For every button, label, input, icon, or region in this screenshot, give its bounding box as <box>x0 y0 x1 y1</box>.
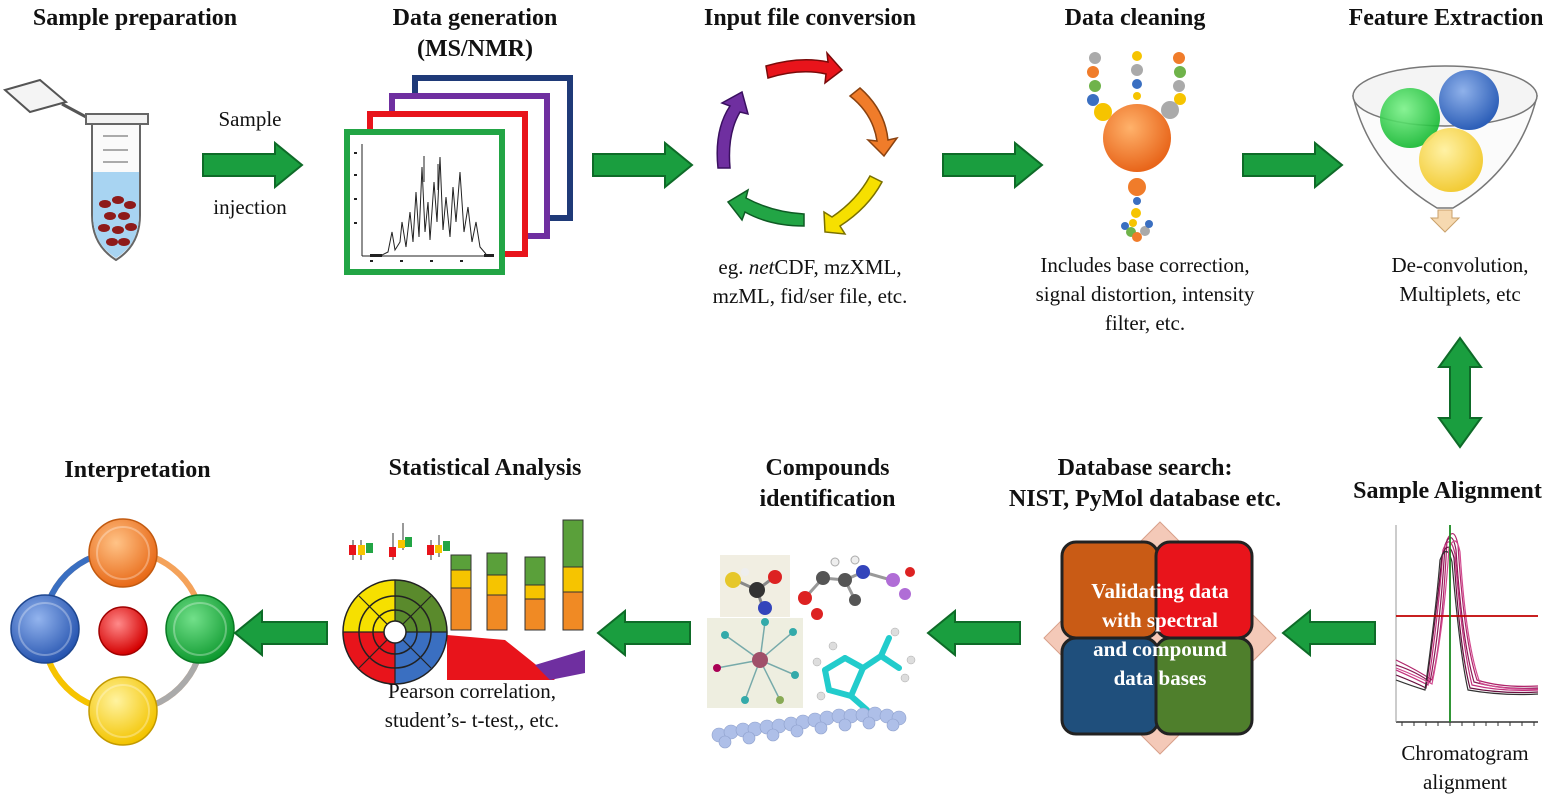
arrow-right-2 <box>592 140 694 190</box>
data-cleaning-desc-line3: filter, etc. <box>1104 311 1186 335</box>
statistical-analysis-description: Pearson correlation, student’s- t-test,,… <box>352 677 592 735</box>
sample-alignment-description: Chromatogram alignment <box>1385 739 1545 797</box>
sample-preparation-title: Sample preparation <box>32 5 238 31</box>
sample-injection-line2: injection <box>213 195 287 219</box>
interpretation-title: Interpretation <box>64 457 211 483</box>
compounds-identification-title-line2: identification <box>759 486 896 512</box>
statistical-analysis-desc-line2: student’s- t-test,, etc. <box>384 708 560 732</box>
spectra-stack-icon <box>344 75 573 275</box>
database-search-title: Database search: NIST, PyMol database et… <box>985 453 1305 515</box>
compounds-identification-title-line1: Compounds <box>765 455 890 481</box>
molecule-models-icon <box>707 555 916 749</box>
compounds-identification-title: Compounds identification <box>725 453 930 515</box>
statistics-charts-icon <box>342 519 585 685</box>
data-cleaning-desc-line2: signal distortion, intensity <box>1035 282 1255 306</box>
feature-extraction-desc-line1: De-convolution, <box>1391 253 1529 277</box>
database-search-title-line2: NIST, PyMol database etc. <box>1008 486 1282 512</box>
arrow-right-4 <box>1242 140 1344 190</box>
statistical-analysis-desc-line1: Pearson correlation, <box>388 679 556 703</box>
feature-extraction-title: Feature Extraction <box>1348 5 1544 31</box>
data-cleaning-title: Data cleaning <box>1064 5 1206 31</box>
input-file-conversion-title: Input file conversion <box>703 5 916 31</box>
funnel-icon <box>1352 65 1538 233</box>
interpretation-cycle-icon <box>10 518 235 746</box>
arrow-right-3 <box>942 140 1044 190</box>
data-cleaning-description: Includes base correction, signal distort… <box>1005 251 1285 338</box>
input-file-desc-line1: eg. netCDF, mzXML, <box>680 253 940 282</box>
sample-alignment-desc-line1: Chromatogram <box>1401 741 1529 765</box>
database-search-graphic <box>1043 521 1277 755</box>
sample-alignment-title: Sample Alignment <box>1353 478 1542 504</box>
input-file-desc-rest: CDF, mzXML, <box>774 255 902 279</box>
arrow-left-3 <box>596 608 691 658</box>
arrow-double-vertical <box>1437 336 1483 449</box>
database-overlay-line1: Validating data <box>1091 579 1229 603</box>
arrow-left-4 <box>233 608 328 658</box>
statistical-analysis-title: Statistical Analysis <box>388 455 582 481</box>
database-overlay-line4: data bases <box>1113 666 1207 690</box>
conversion-cycle-icon <box>716 50 899 235</box>
sample-injection-label: Sample <box>195 105 305 134</box>
feature-extraction-desc-line2: Multiplets, etc <box>1399 282 1521 306</box>
sample-injection-line1: Sample <box>218 107 282 131</box>
arrow-right-1 <box>202 140 304 190</box>
sample-injection-label-2: injection <box>195 193 305 222</box>
data-cleaning-bubbles-icon <box>1087 51 1186 242</box>
data-generation-title: Data generation (MS/NMR) <box>345 3 605 65</box>
data-cleaning-desc-line1: Includes base correction, <box>1040 253 1250 277</box>
input-file-desc-prefix: eg. <box>718 255 749 279</box>
database-overlay-line2: with spectral <box>1101 608 1219 632</box>
database-search-title-line1: Database search: <box>1057 455 1233 481</box>
database-overlay-text: Validating data with spectral and compou… <box>1042 577 1278 693</box>
sample-alignment-desc-line2: alignment <box>1423 770 1507 794</box>
feature-extraction-description: De-convolution, Multiplets, etc <box>1360 251 1560 309</box>
sample-tube-icon <box>2 78 149 262</box>
arrow-left-2 <box>926 608 1021 658</box>
input-file-conversion-description: eg. netCDF, mzXML, mzML, fid/ser file, e… <box>680 253 940 311</box>
input-file-desc-line2: mzML, fid/ser file, etc. <box>712 284 908 308</box>
input-file-desc-italic: net <box>748 255 775 279</box>
data-generation-title-line2: (MS/NMR) <box>417 36 533 62</box>
database-overlay-line3: and compound <box>1093 637 1227 661</box>
arrow-left-1 <box>1281 608 1376 658</box>
data-generation-title-line1: Data generation <box>392 5 558 31</box>
chromatogram-icon <box>1395 525 1539 726</box>
